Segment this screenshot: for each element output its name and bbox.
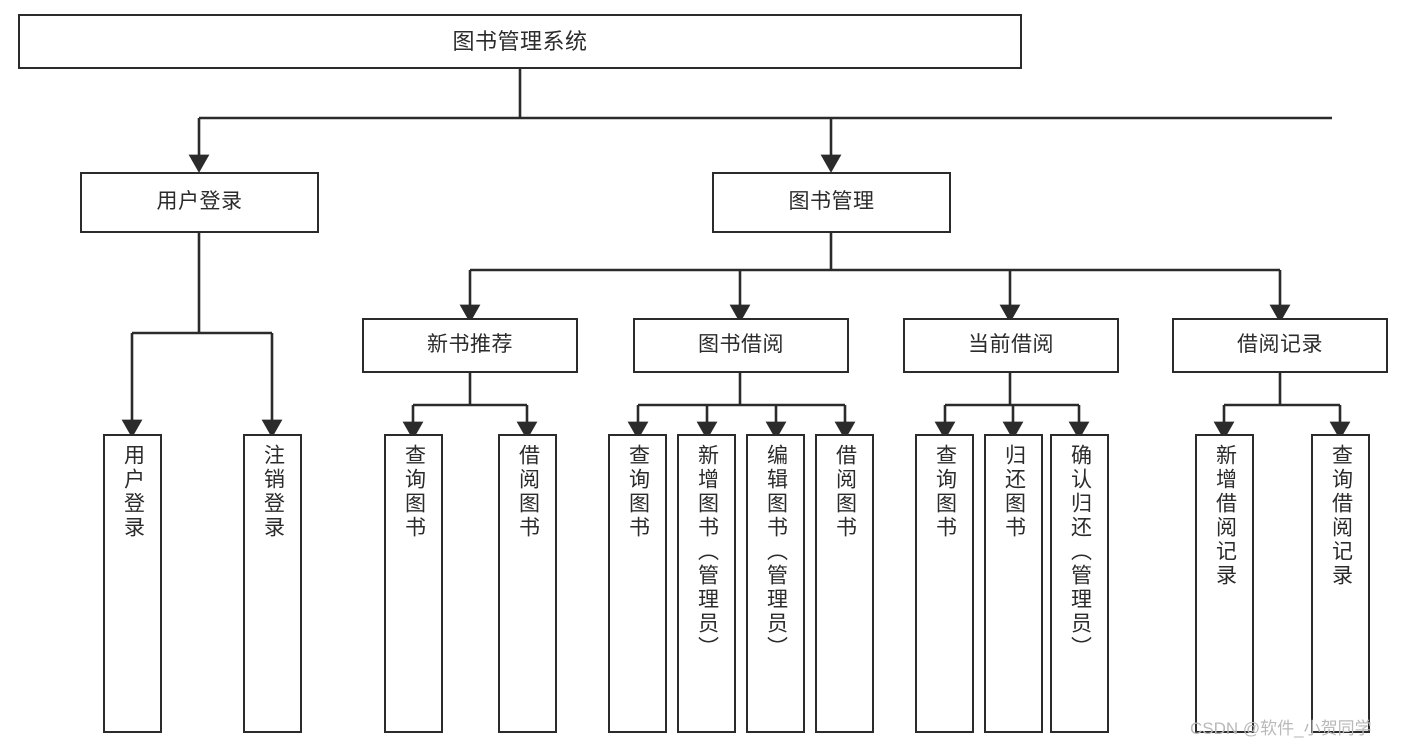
leaf-borrow-borrow-book[interactable]: 借阅图书 (815, 434, 874, 733)
leaf-borrow-add-book-admin[interactable]: 新增图书（管理员） (677, 434, 736, 733)
node-book-borrow[interactable]: 图书借阅 (633, 318, 849, 373)
leaf-user-login-login[interactable]: 用户登录 (103, 434, 162, 733)
leaf-record-add-record[interactable]: 新增借阅记录 (1195, 434, 1254, 733)
leaf-current-confirm-return-admin[interactable]: 确认归还（管理员） (1050, 434, 1109, 733)
node-label: 确认归还（管理员） (1068, 444, 1092, 660)
leaf-borrow-query-book[interactable]: 查询图书 (608, 434, 667, 733)
leaf-current-return-book[interactable]: 归还图书 (984, 434, 1043, 733)
node-label: 新增借阅记录 (1213, 444, 1237, 588)
node-label: 注销登录 (261, 444, 285, 540)
node-label: 查询图书 (933, 444, 957, 540)
node-label: 查询图书 (626, 444, 650, 540)
node-label: 用户登录 (121, 444, 145, 540)
node-label: 查询图书 (402, 444, 426, 540)
node-book-management[interactable]: 图书管理 (712, 172, 951, 233)
node-label: 借阅记录 (1237, 333, 1323, 357)
node-label: 借阅图书 (516, 444, 540, 540)
node-label: 归还图书 (1002, 444, 1026, 540)
node-label: 新书推荐 (427, 333, 513, 357)
leaf-recommend-query-book[interactable]: 查询图书 (384, 434, 443, 733)
leaf-current-query-book[interactable]: 查询图书 (915, 434, 974, 733)
leaf-borrow-edit-book-admin[interactable]: 编辑图书（管理员） (746, 434, 805, 733)
node-label: 图书管理系统 (452, 28, 588, 54)
node-label: 编辑图书（管理员） (764, 444, 788, 660)
leaf-recommend-borrow-book[interactable]: 借阅图书 (498, 434, 557, 733)
node-root-system[interactable]: 图书管理系统 (18, 14, 1022, 69)
node-new-book-recommend[interactable]: 新书推荐 (362, 318, 578, 373)
node-label: 当前借阅 (968, 333, 1054, 357)
node-label: 新增图书（管理员） (695, 444, 719, 660)
node-borrow-record[interactable]: 借阅记录 (1172, 318, 1388, 373)
node-label: 借阅图书 (833, 444, 857, 540)
node-user-login[interactable]: 用户登录 (80, 172, 319, 233)
node-current-borrow[interactable]: 当前借阅 (903, 318, 1119, 373)
node-label: 图书借阅 (698, 333, 784, 357)
node-label: 查询借阅记录 (1329, 444, 1353, 588)
node-label: 图书管理 (788, 190, 875, 214)
leaf-user-login-logout[interactable]: 注销登录 (243, 434, 302, 733)
leaf-record-query-record[interactable]: 查询借阅记录 (1311, 434, 1370, 733)
node-label: 用户登录 (156, 190, 243, 214)
watermark-text: CSDN @软件_小贺同学 (1190, 719, 1372, 738)
